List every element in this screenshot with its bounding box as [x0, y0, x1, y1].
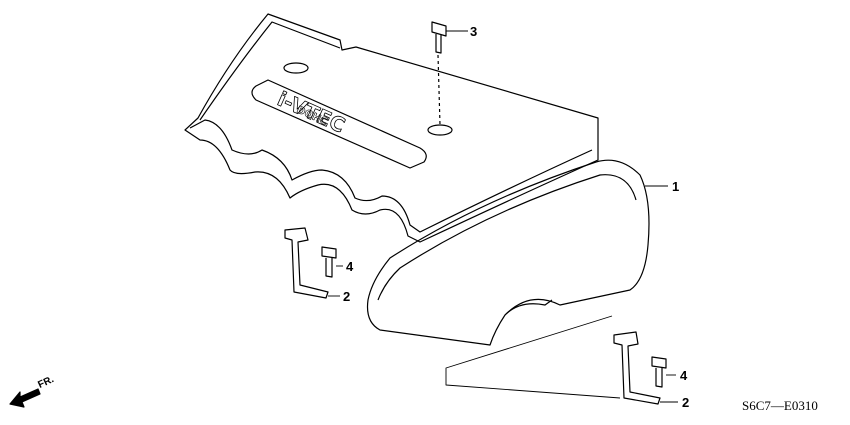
bolt-4a: [321, 246, 337, 278]
bracket-2b: [613, 331, 661, 405]
engine-cover: i-VTEC DOHC: [184, 13, 599, 243]
callout-2b: 2: [682, 395, 690, 410]
callout-4b: 4: [680, 368, 688, 383]
callout-3: 3: [470, 24, 478, 39]
front-direction-arrow: [9, 388, 41, 408]
diagram-code: S6C7—E0310: [742, 398, 818, 413]
bracket-2a: [284, 227, 329, 299]
leader-lines: [328, 30, 678, 403]
callout-4a: 4: [346, 259, 354, 274]
bolt-3: [431, 21, 447, 126]
intake-duct-cover: [366, 159, 650, 346]
callout-1: 1: [672, 179, 680, 194]
callout-2a: 2: [343, 289, 351, 304]
bolt-4b: [651, 356, 667, 388]
ivtec-emblem: i-VTEC DOHC: [251, 79, 427, 169]
